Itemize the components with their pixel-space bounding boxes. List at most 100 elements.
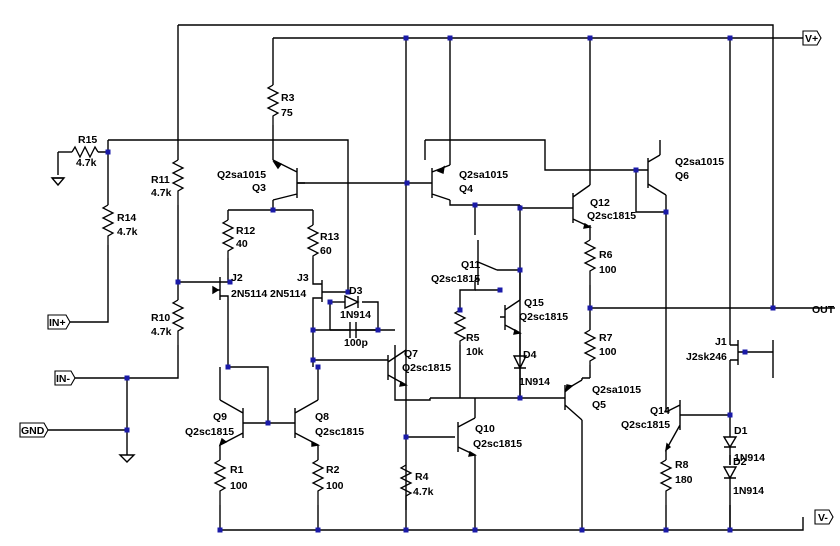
- label-j1-value: J2sk246: [686, 351, 727, 363]
- resistor-r14: [101, 204, 115, 245]
- label-r12-value: 40: [236, 238, 248, 250]
- label-d2-name: D2: [733, 456, 747, 468]
- label-d2-value: 1N914: [733, 485, 764, 497]
- label-r8-name: R8: [675, 459, 689, 471]
- component-labels: R15 4.7k R14 4.7k R11 4.7k R10 4.7k R3 7…: [76, 92, 765, 498]
- resistor-r11: [171, 159, 185, 205]
- port-vplus: V+: [802, 30, 822, 46]
- resistor-r3: [266, 84, 280, 125]
- label-q7-name: Q7: [404, 348, 418, 360]
- resistor-r2: [311, 459, 325, 505]
- diode-d1: [722, 436, 738, 465]
- label-q9-value: Q2sc1815: [185, 426, 234, 438]
- label-q4-name: Q4: [459, 183, 473, 195]
- label-r7-value: 100: [599, 346, 617, 358]
- label-d3-name: D3: [349, 285, 363, 297]
- transistor-q3: [272, 159, 305, 201]
- label-r15-name: R15: [78, 134, 97, 146]
- port-vminus: V-: [814, 509, 834, 525]
- label-d4-value: 1N914: [519, 376, 550, 388]
- label-r6-value: 100: [599, 264, 617, 276]
- label-d3-value: 1N914: [340, 309, 371, 321]
- label-r10-name: R10: [151, 312, 170, 324]
- diode-d3: [344, 294, 360, 310]
- transistor-q15: [500, 299, 522, 335]
- resistor-r4: [399, 464, 413, 510]
- diodes: [330, 294, 738, 482]
- port-label-inminus: IN-: [56, 373, 71, 385]
- transistor-q9: [218, 399, 244, 447]
- label-r1-value: 100: [230, 480, 248, 492]
- jfet-j2: [212, 270, 229, 310]
- label-j1-name: J1: [715, 336, 727, 348]
- port-label-vplus: V+: [805, 33, 818, 45]
- label-j2-value: 2N5114: [231, 288, 267, 300]
- transistor-q4: [425, 164, 451, 201]
- label-j2-name: J2: [231, 272, 243, 284]
- label-r5-name: R5: [466, 332, 480, 344]
- resistor-r5: [453, 309, 467, 345]
- label-q7-value: Q2sc1815: [402, 362, 451, 374]
- label-q6-value: Q2sa1015: [675, 156, 724, 168]
- resistor-r13: [306, 224, 320, 258]
- port-inplus: IN+: [47, 314, 71, 330]
- label-c1-value: 100p: [344, 337, 368, 349]
- label-r4-value: 4.7k: [413, 486, 434, 498]
- jfet-j1: [730, 340, 745, 365]
- label-r11-name: R11: [151, 174, 170, 186]
- resistor-r1: [213, 459, 227, 505]
- resistor-r8: [659, 459, 673, 505]
- transistor-q11: [474, 240, 498, 285]
- transistor-q10: [457, 398, 477, 457]
- transistor-q5: [564, 379, 583, 421]
- label-r13-value: 60: [320, 245, 332, 257]
- label-r11-value: 4.7k: [151, 187, 172, 199]
- label-r3-name: R3: [281, 92, 295, 104]
- label-q4-value: Q2sa1015: [459, 169, 508, 181]
- label-q14-value: Q2sc1815: [621, 419, 670, 431]
- label-r8-value: 180: [675, 474, 693, 486]
- label-q12-name: Q12: [590, 197, 610, 209]
- wires: [48, 24, 835, 531]
- diode-d4: [512, 350, 528, 375]
- label-d4-name: D4: [523, 349, 537, 361]
- jfet-j3: [312, 270, 348, 310]
- label-r14-value: 4.7k: [117, 226, 138, 238]
- port-gnd: GND: [19, 422, 49, 438]
- label-q5-value: Q2sa1015: [592, 384, 641, 396]
- label-r6-name: R6: [599, 249, 613, 261]
- transistor-q8: [294, 399, 321, 447]
- port-label-vminus: V-: [818, 512, 828, 524]
- port-inminus: IN-: [54, 370, 76, 386]
- label-r13-name: R13: [320, 231, 339, 243]
- resistor-r15: [71, 145, 99, 159]
- resistors: [71, 84, 673, 510]
- label-r3-value: 75: [281, 107, 293, 119]
- label-q8-name: Q8: [315, 411, 329, 423]
- label-r2-name: R2: [326, 464, 340, 476]
- label-j3-name: J3: [297, 272, 309, 284]
- port-label-inplus: IN+: [49, 317, 66, 329]
- transistors: [212, 154, 745, 457]
- junction-dots: [105, 35, 776, 533]
- label-q6-name: Q6: [675, 170, 689, 182]
- resistor-r6: [583, 239, 597, 285]
- resistor-r7: [583, 329, 597, 365]
- label-q14-name: Q14: [650, 405, 670, 417]
- port-label-gnd: GND: [21, 425, 45, 437]
- transistor-q12: [565, 184, 592, 229]
- label-d1-value: 1N914: [734, 452, 765, 464]
- label-q5-name: Q5: [592, 399, 606, 411]
- label-j3-value: 2N5114: [270, 288, 306, 300]
- label-r5-value: 10k: [466, 346, 484, 358]
- label-d1-name: D1: [734, 425, 748, 437]
- transistor-q6: [636, 154, 667, 196]
- diode-d2: [722, 466, 738, 482]
- port-label-out: OUT: [812, 304, 835, 316]
- label-r7-name: R7: [599, 332, 613, 344]
- transistor-q7: [373, 349, 408, 387]
- label-q15-value: Q2sc1815: [519, 311, 568, 323]
- label-q9-name: Q9: [213, 411, 227, 423]
- label-r15-value: 4.7k: [76, 157, 97, 169]
- label-r4-name: R4: [415, 471, 429, 483]
